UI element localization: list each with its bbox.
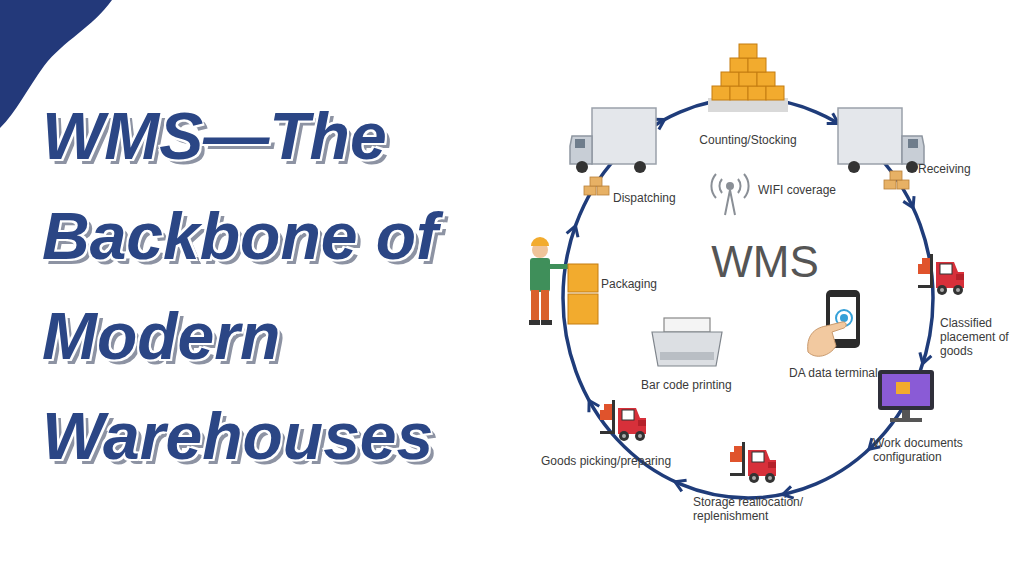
arrowhead bbox=[567, 224, 582, 237]
step-label: Work documents configuration bbox=[873, 436, 977, 464]
package-icon bbox=[884, 171, 909, 189]
center-label: WMS bbox=[711, 236, 819, 287]
monitor-icon bbox=[878, 370, 934, 422]
step-label: Packaging bbox=[601, 277, 657, 291]
truck-icon bbox=[838, 108, 924, 173]
stock-boxes bbox=[708, 44, 788, 112]
step-label: Dispatching bbox=[613, 191, 676, 205]
step-label: Counting/Stocking bbox=[699, 133, 796, 147]
page-title: WMS—The Backbone of Modern Warehouses bbox=[42, 86, 522, 486]
arrowhead bbox=[903, 196, 918, 210]
truck-icon bbox=[570, 108, 656, 173]
arrowhead bbox=[673, 476, 687, 491]
arrowhead bbox=[584, 398, 599, 413]
step-label: Classified placement of goods bbox=[940, 316, 1012, 358]
step-label: Receiving bbox=[918, 162, 971, 176]
forklift-icon bbox=[730, 442, 776, 483]
forklift-icon bbox=[918, 254, 964, 295]
feature-label: WIFI coverage bbox=[758, 183, 836, 197]
arrowhead bbox=[917, 352, 931, 365]
step-label: Goods picking/preparing bbox=[541, 454, 671, 468]
package-icon bbox=[584, 177, 609, 195]
feature-label: Bar code printing bbox=[641, 378, 732, 392]
feature-label: DA data terminal bbox=[789, 366, 878, 380]
wifi-icon bbox=[711, 174, 748, 215]
printer-icon bbox=[652, 318, 722, 366]
step-label: Storage reallocation/ replenishment bbox=[693, 495, 819, 523]
terminal-icon bbox=[808, 290, 860, 356]
forklift-icon bbox=[600, 400, 646, 441]
worker-icon bbox=[529, 237, 598, 325]
